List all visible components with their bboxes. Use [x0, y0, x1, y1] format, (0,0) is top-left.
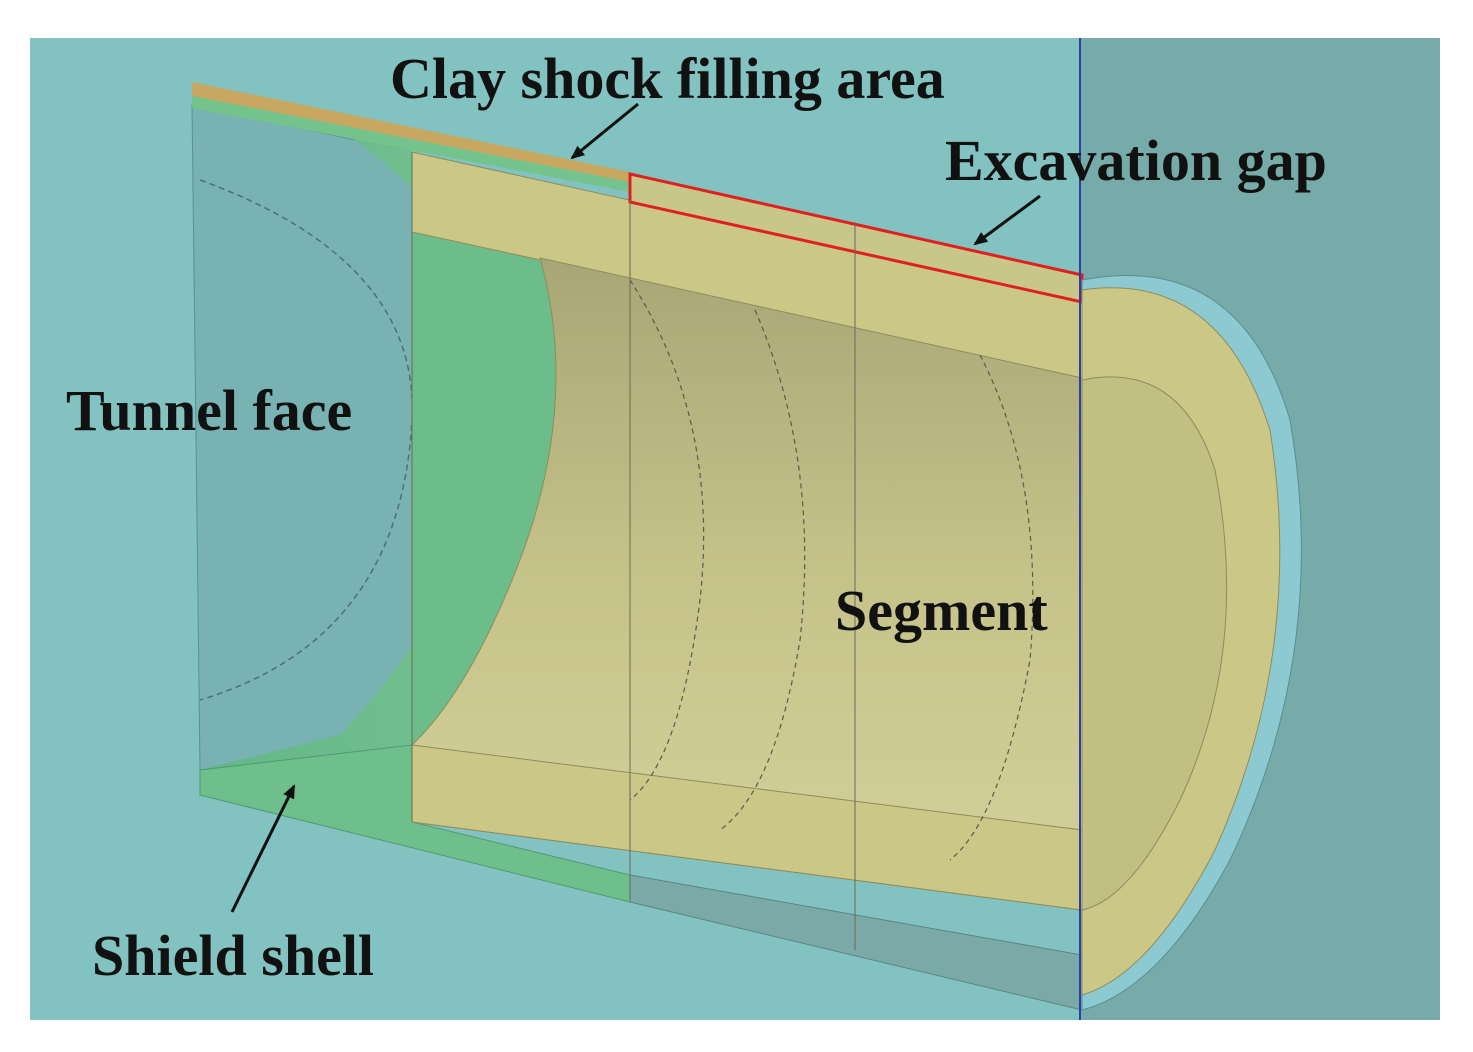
label-clay-shock: Clay shock filling area: [390, 46, 945, 111]
segment-bore: [411, 257, 1083, 911]
ring-joint-1: [629, 279, 705, 801]
clay-shock-layer: [192, 82, 630, 182]
ring-joint-2: [719, 309, 806, 831]
shield-shell-inner: [412, 232, 556, 745]
label-shield-shell: Shield shell: [92, 923, 374, 988]
label-segment: Segment: [835, 578, 1048, 643]
label-excavation-gap: Excavation gap: [945, 128, 1327, 193]
ring-joint-3: [949, 354, 1034, 861]
end-ring-inner: [1081, 376, 1228, 911]
label-tunnel-face: Tunnel face: [66, 378, 352, 443]
clay-shock-arrow: [570, 102, 639, 160]
excavation-gap-arrow: [973, 194, 1041, 246]
clay-green-strip: [192, 96, 630, 192]
shield-shell-arrow: [230, 784, 296, 913]
